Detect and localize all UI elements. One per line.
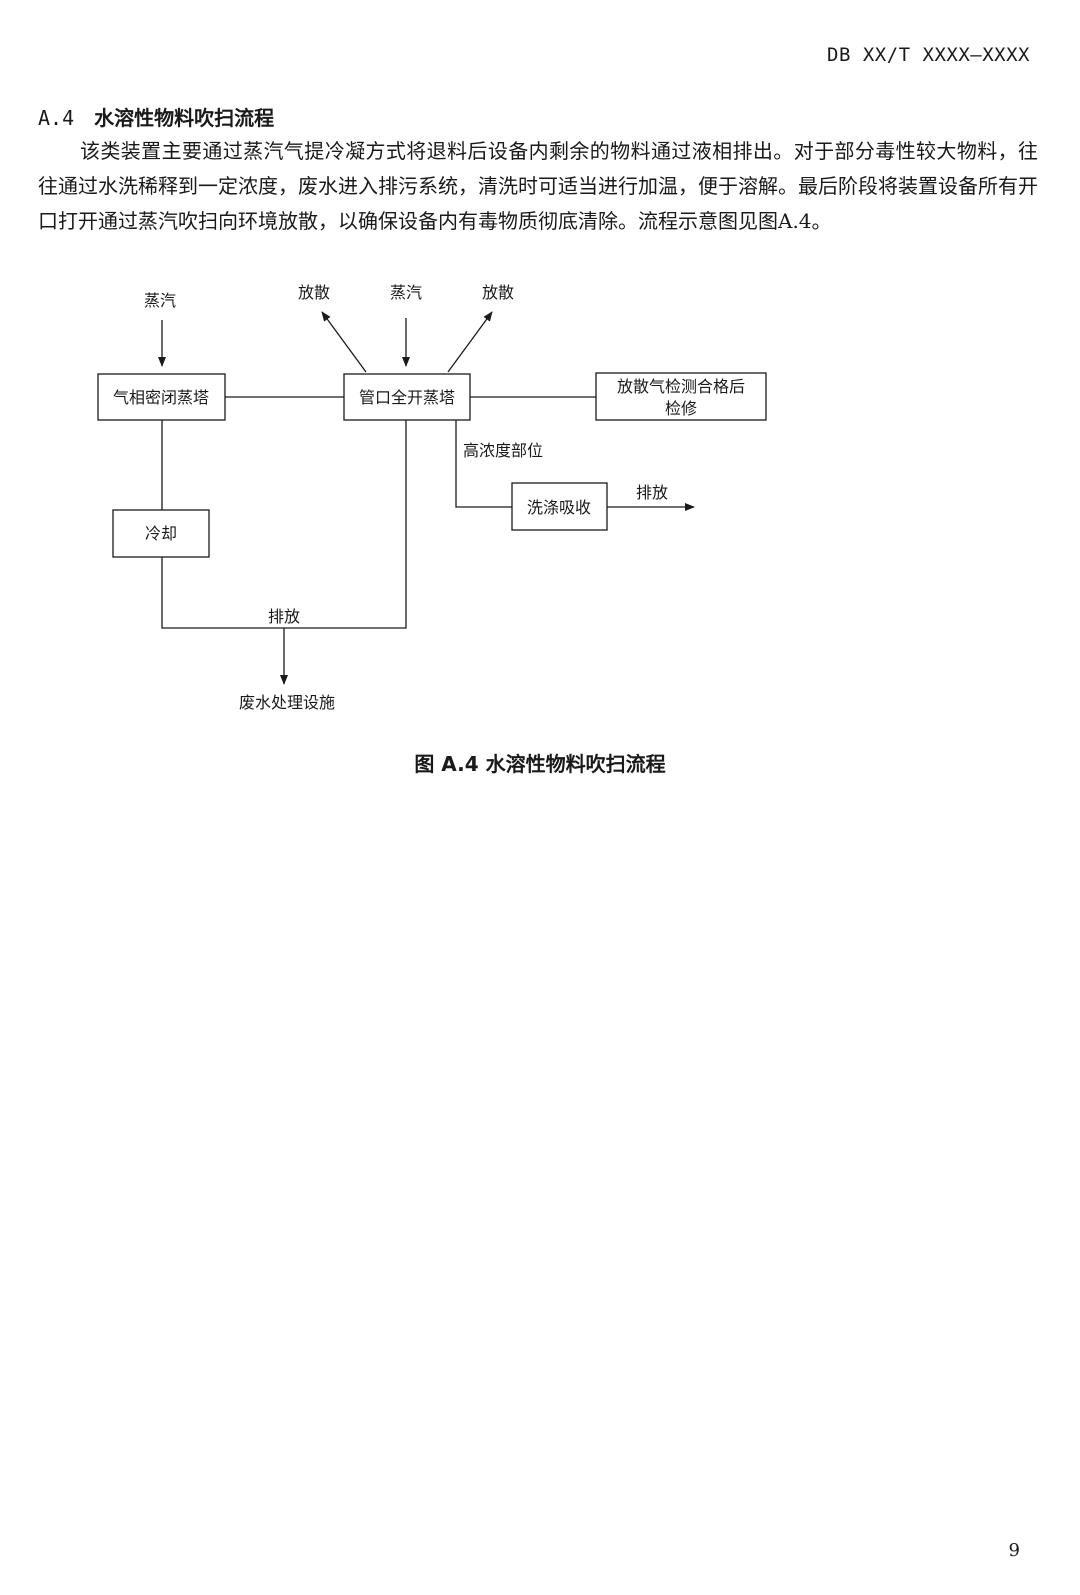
node-cooling: 冷却 [145,524,177,543]
vent-left-arrow [321,311,367,373]
node-inspect-line-2: 检修 [665,399,697,418]
node-box-gas-phase-closed [97,373,226,421]
node-open-nozzle-steaming: 管口全开蒸塔 [359,388,455,407]
node-inspect-line-1: 放散气检测合格后 [617,377,745,396]
label-discharge-bottom: 排放 [268,607,300,626]
label-steam-left: 蒸汽 [144,291,176,310]
label-vent-right: 放散 [482,283,514,302]
section-heading: A.4 水溶性物料吹扫流程 [38,102,274,131]
label-wastewater-facility: 废水处理设施 [239,693,335,712]
vent-right-arrow [447,311,493,373]
standard-code: DB XX/T XXXX—XXXX [827,44,1030,66]
node-box-open-nozzle [343,373,471,421]
label-steam-center: 蒸汽 [390,283,422,302]
node-box-scrubbing [511,482,608,531]
flow-diagram: 气相密闭蒸塔 管口全开蒸塔 放散气检测合格后 检修 冷却 洗涤吸收 蒸汽 放散 … [97,283,767,712]
connector-high-concentration [455,420,512,508]
node-box-cooling [112,509,210,558]
node-box-inspect-after-vent [595,372,767,421]
page-number: 9 [1008,1540,1020,1561]
label-discharge-right: 排放 [636,483,668,502]
node-scrubbing-absorption: 洗涤吸收 [527,498,591,517]
section-paragraph: 该类装置主要通过蒸汽气提冷凝方式将退料后设备内剩余的物料通过液相排出。对于部分毒… [38,139,1038,233]
node-gas-phase-closed-steaming: 气相密闭蒸塔 [113,388,209,407]
label-high-concentration: 高浓度部位 [463,441,543,460]
section-number: A.4 [38,106,75,130]
figure-caption: 图 A.4 水溶性物料吹扫流程 [414,752,666,776]
section-title: 水溶性物料吹扫流程 [94,106,275,130]
label-vent-left: 放散 [298,283,330,302]
connector-drain-line [161,420,407,629]
